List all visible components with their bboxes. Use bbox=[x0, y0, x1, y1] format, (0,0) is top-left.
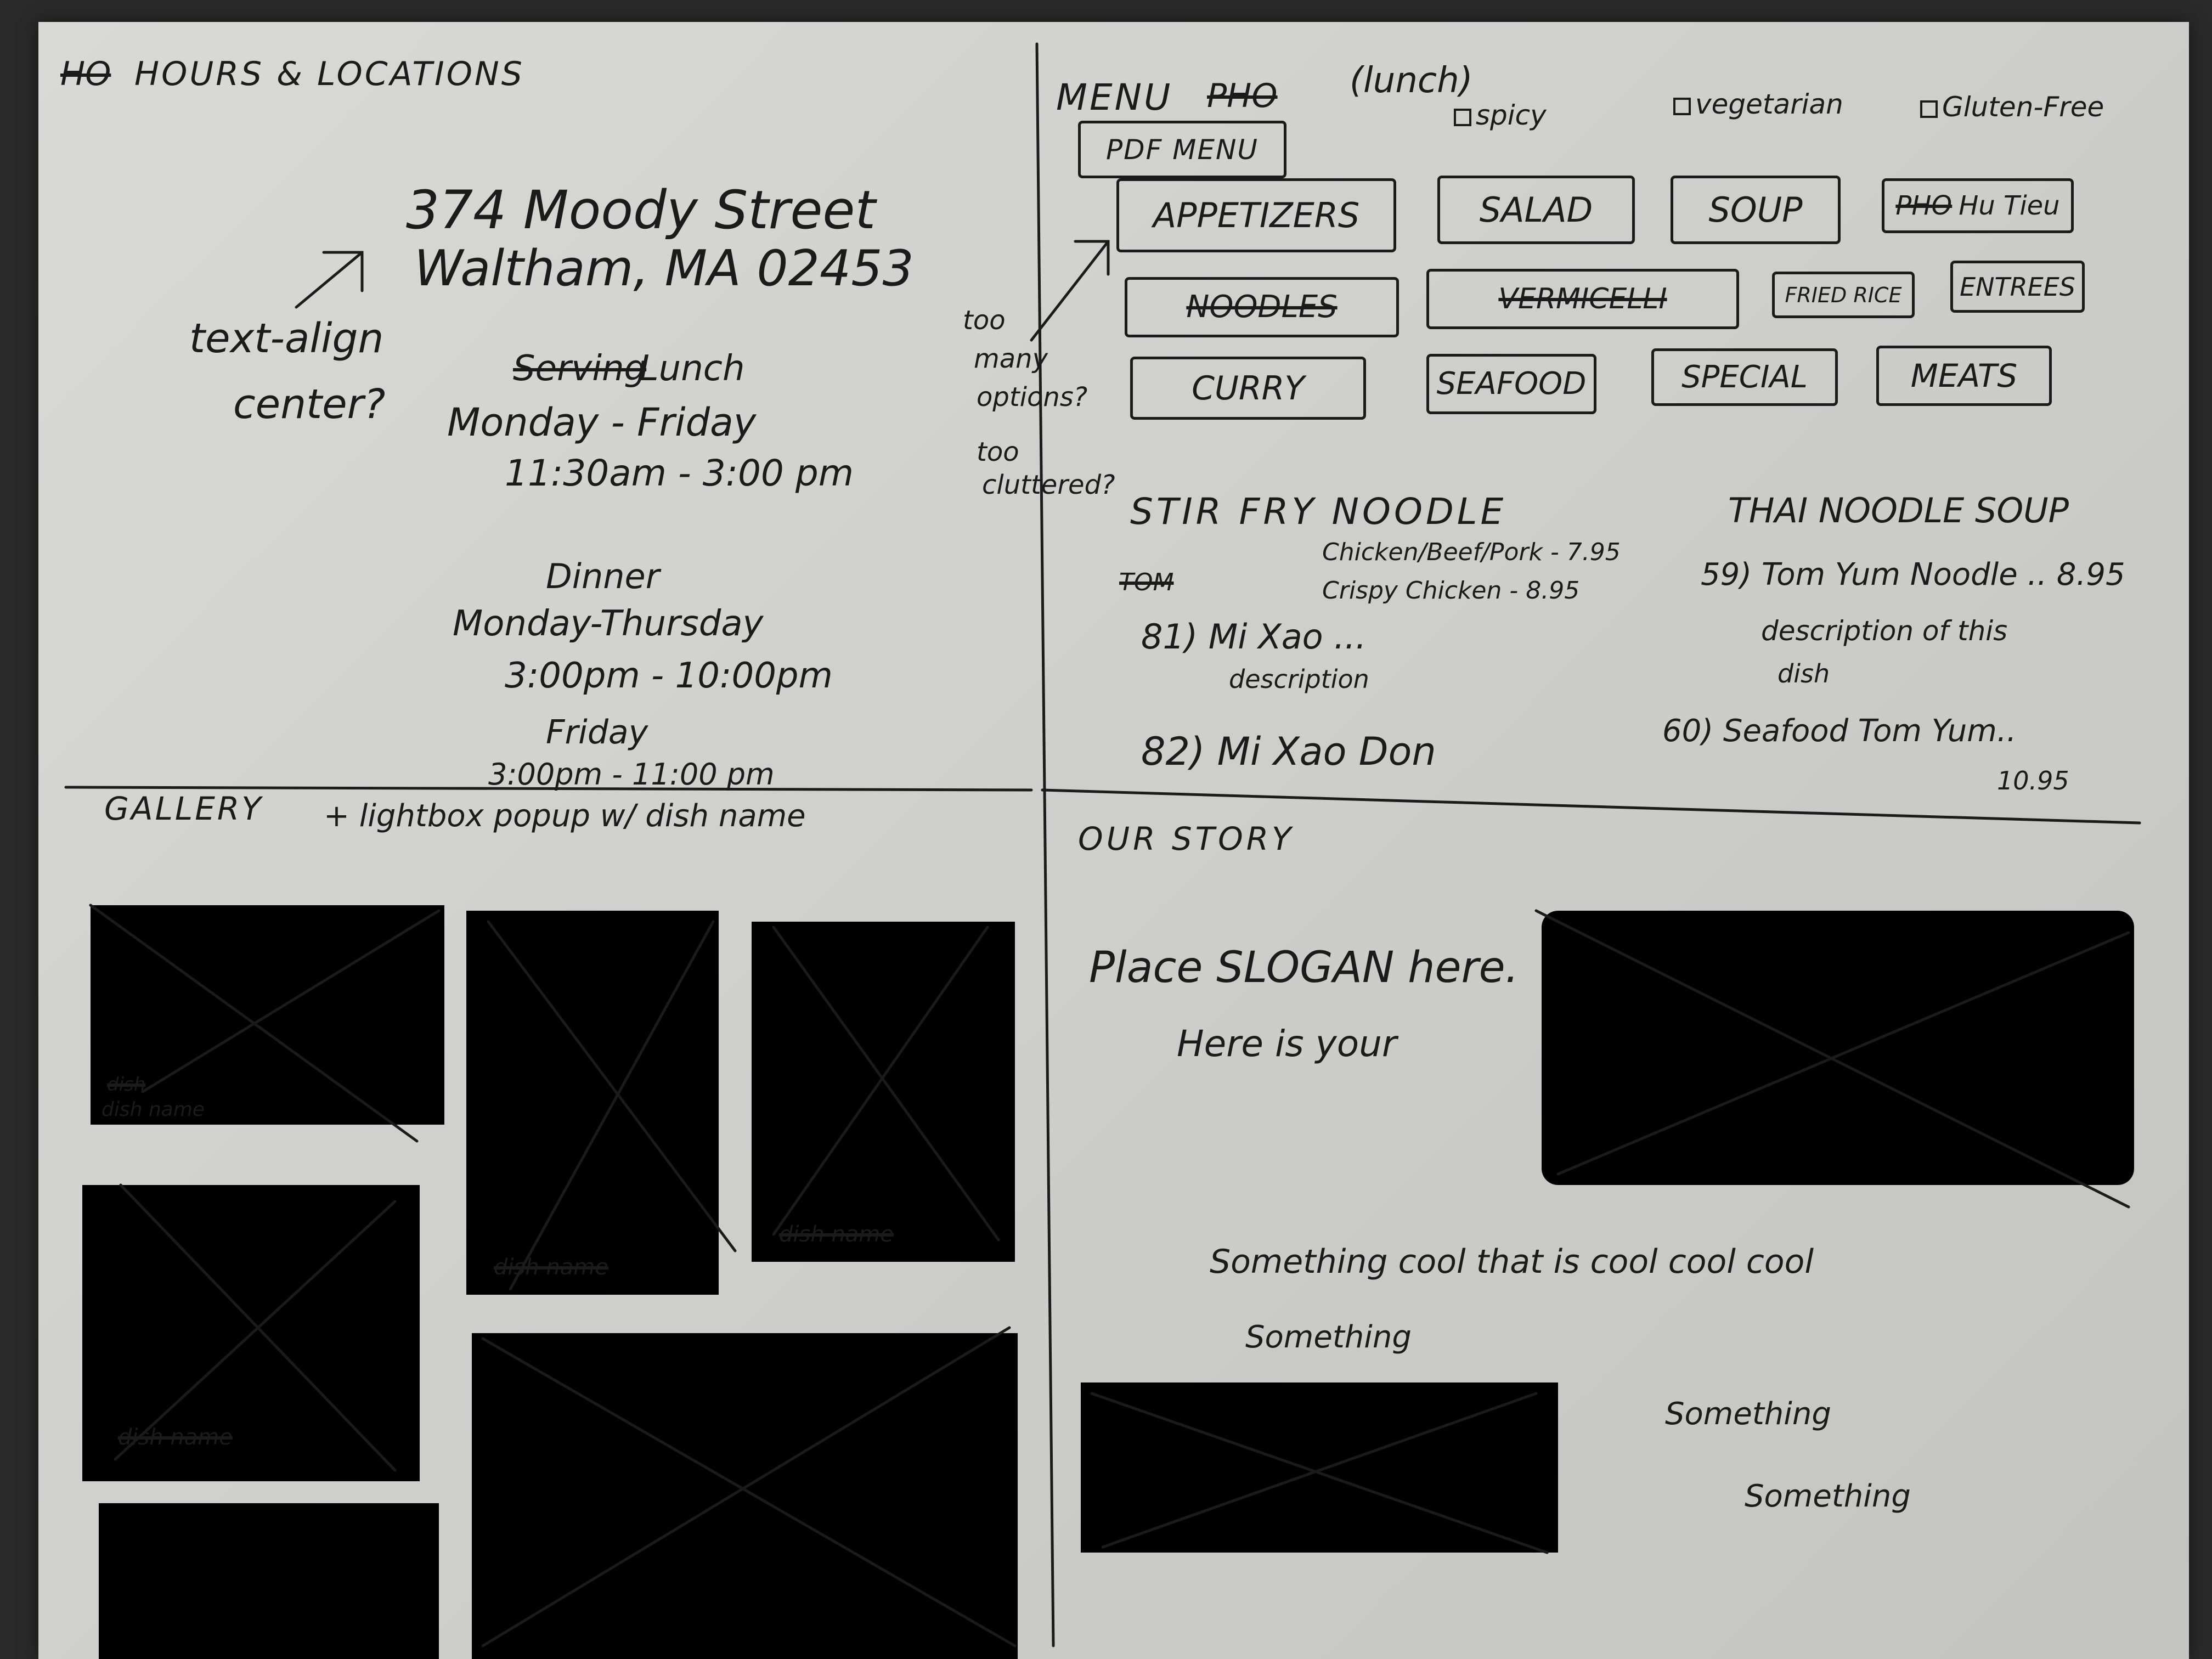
menu-item-59-desc1: description of this bbox=[1761, 615, 2008, 647]
category-salad[interactable]: SALAD bbox=[1437, 176, 1635, 244]
side-note-too: too bbox=[963, 305, 1006, 336]
gallery-dish-struck: dish bbox=[107, 1074, 146, 1096]
menu-item-60-price: 10.95 bbox=[1997, 766, 2069, 795]
address-line1: 374 Moody Street bbox=[406, 179, 876, 241]
story-text-2: Something bbox=[1245, 1319, 1412, 1355]
legend-gluten-free-icon bbox=[1920, 100, 1938, 118]
gallery-dish-label-1: dish name bbox=[101, 1098, 205, 1121]
stir-fry-price-2: Crispy Chicken - 8.95 bbox=[1322, 577, 1580, 605]
side-note-many: many bbox=[974, 343, 1048, 374]
menu-item-59-desc2: dish bbox=[1778, 659, 1830, 689]
dinner-label: Dinner bbox=[546, 556, 660, 596]
stir-fry-heading: STIR FRY NOODLE bbox=[1130, 490, 1507, 533]
pdf-menu-label: PDF MENU bbox=[1105, 133, 1259, 166]
gallery-image-3 bbox=[752, 922, 1015, 1262]
thai-soup-heading: THAI NOODLE SOUP bbox=[1728, 490, 2069, 531]
dinner-time: 3:00pm - 10:00pm bbox=[505, 656, 833, 696]
legend-spicy-icon bbox=[1454, 108, 1471, 126]
gallery-dish-label-4: dish name bbox=[118, 1425, 233, 1450]
menu-item-82: 82) Mi Xao Don bbox=[1141, 729, 1436, 774]
dinner-days: Monday-Thursday bbox=[453, 603, 764, 644]
story-title: OUR STORY bbox=[1078, 820, 1295, 857]
menu-item-81: 81) Mi Xao ... bbox=[1141, 617, 1367, 657]
category-noodles[interactable]: NOODLES bbox=[1125, 277, 1399, 337]
gallery-image-5 bbox=[472, 1326, 1018, 1659]
legend-vegetarian: vegetarian bbox=[1673, 91, 1843, 118]
lunch-time: 11:30am - 3:00 pm bbox=[505, 452, 854, 494]
vertical-divider bbox=[1035, 42, 1055, 1647]
menu-title-suffix: (lunch) bbox=[1350, 60, 1473, 101]
friday-label: Friday bbox=[546, 713, 648, 752]
story-slogan-1: Place SLOGAN here. bbox=[1089, 943, 1519, 992]
lunch-struck: Serving bbox=[513, 348, 647, 389]
hours-title-struck: HO bbox=[60, 55, 111, 93]
category-meats[interactable]: MEATS bbox=[1876, 346, 2052, 406]
address-line2: Waltham, MA 02453 bbox=[414, 240, 914, 297]
menu-title-struck: PHO bbox=[1207, 77, 1278, 115]
gallery-title: GALLERY bbox=[104, 790, 263, 827]
note-center: center? bbox=[233, 381, 386, 428]
category-fried-rice[interactable]: FRIED RICE bbox=[1772, 272, 1915, 318]
gallery-image-2 bbox=[466, 911, 737, 1295]
gallery-note: + lightbox popup w/ dish name bbox=[324, 798, 806, 834]
story-text-3: Something bbox=[1665, 1396, 1831, 1432]
gallery-image-4 bbox=[82, 1183, 420, 1481]
story-image-1 bbox=[1534, 909, 2134, 1209]
hours-title: HOURS & LOCATIONS bbox=[134, 55, 524, 93]
gallery-image-1 bbox=[89, 904, 444, 1143]
category-entrees[interactable]: ENTREES bbox=[1950, 261, 2085, 313]
lunch-days: Monday - Friday bbox=[447, 400, 757, 445]
side-note-options: options? bbox=[977, 382, 1088, 413]
gallery-dish-label-2: dish name bbox=[494, 1255, 608, 1280]
category-appetizers[interactable]: APPETIZERS bbox=[1116, 178, 1396, 252]
story-slogan-2: Here is your bbox=[1177, 1023, 1397, 1065]
story-text-1: Something cool that is cool cool cool bbox=[1210, 1243, 1814, 1281]
side-note-cluttered: cluttered? bbox=[982, 470, 1115, 500]
category-soup[interactable]: SOUP bbox=[1671, 176, 1841, 244]
category-special[interactable]: SPECIAL bbox=[1651, 348, 1838, 406]
friday-time: 3:00pm - 11:00 pm bbox=[488, 757, 775, 792]
gallery-dish-label-3: dish name bbox=[779, 1222, 894, 1247]
menu-item-59: 59) Tom Yum Noodle .. 8.95 bbox=[1701, 557, 2125, 592]
stir-fry-price-1: Chicken/Beef/Pork - 7.95 bbox=[1322, 538, 1621, 566]
legend-spicy: spicy bbox=[1454, 101, 1547, 129]
menu-item-81-desc: description bbox=[1229, 664, 1369, 694]
horizontal-divider-right bbox=[1041, 788, 2141, 825]
note-text-align: text-align bbox=[189, 315, 384, 362]
menu-item-60: 60) Seafood Tom Yum.. bbox=[1662, 713, 2017, 749]
legend-gluten-free: Gluten-Free bbox=[1920, 93, 2104, 121]
story-image-2 bbox=[1081, 1383, 1558, 1554]
lunch-label: Lunch bbox=[639, 348, 745, 389]
menu-title: MENU bbox=[1056, 76, 1173, 119]
category-vermicelli[interactable]: VERMICELLI bbox=[1426, 269, 1739, 329]
category-seafood[interactable]: SEAFOOD bbox=[1426, 354, 1596, 414]
story-text-4: Something bbox=[1745, 1479, 1911, 1514]
stir-fry-struck: TOM bbox=[1119, 568, 1174, 596]
category-hu-tieu[interactable]: PHO Hu Tieu bbox=[1882, 178, 2074, 233]
pdf-menu-button[interactable]: PDF MENU bbox=[1078, 121, 1286, 178]
legend-vegetarian-icon bbox=[1673, 97, 1691, 115]
side-note-too-2: too bbox=[977, 437, 1019, 467]
category-curry[interactable]: CURRY bbox=[1130, 357, 1366, 420]
horizontal-divider-left bbox=[64, 786, 1033, 792]
gallery-image-6 bbox=[99, 1503, 439, 1659]
